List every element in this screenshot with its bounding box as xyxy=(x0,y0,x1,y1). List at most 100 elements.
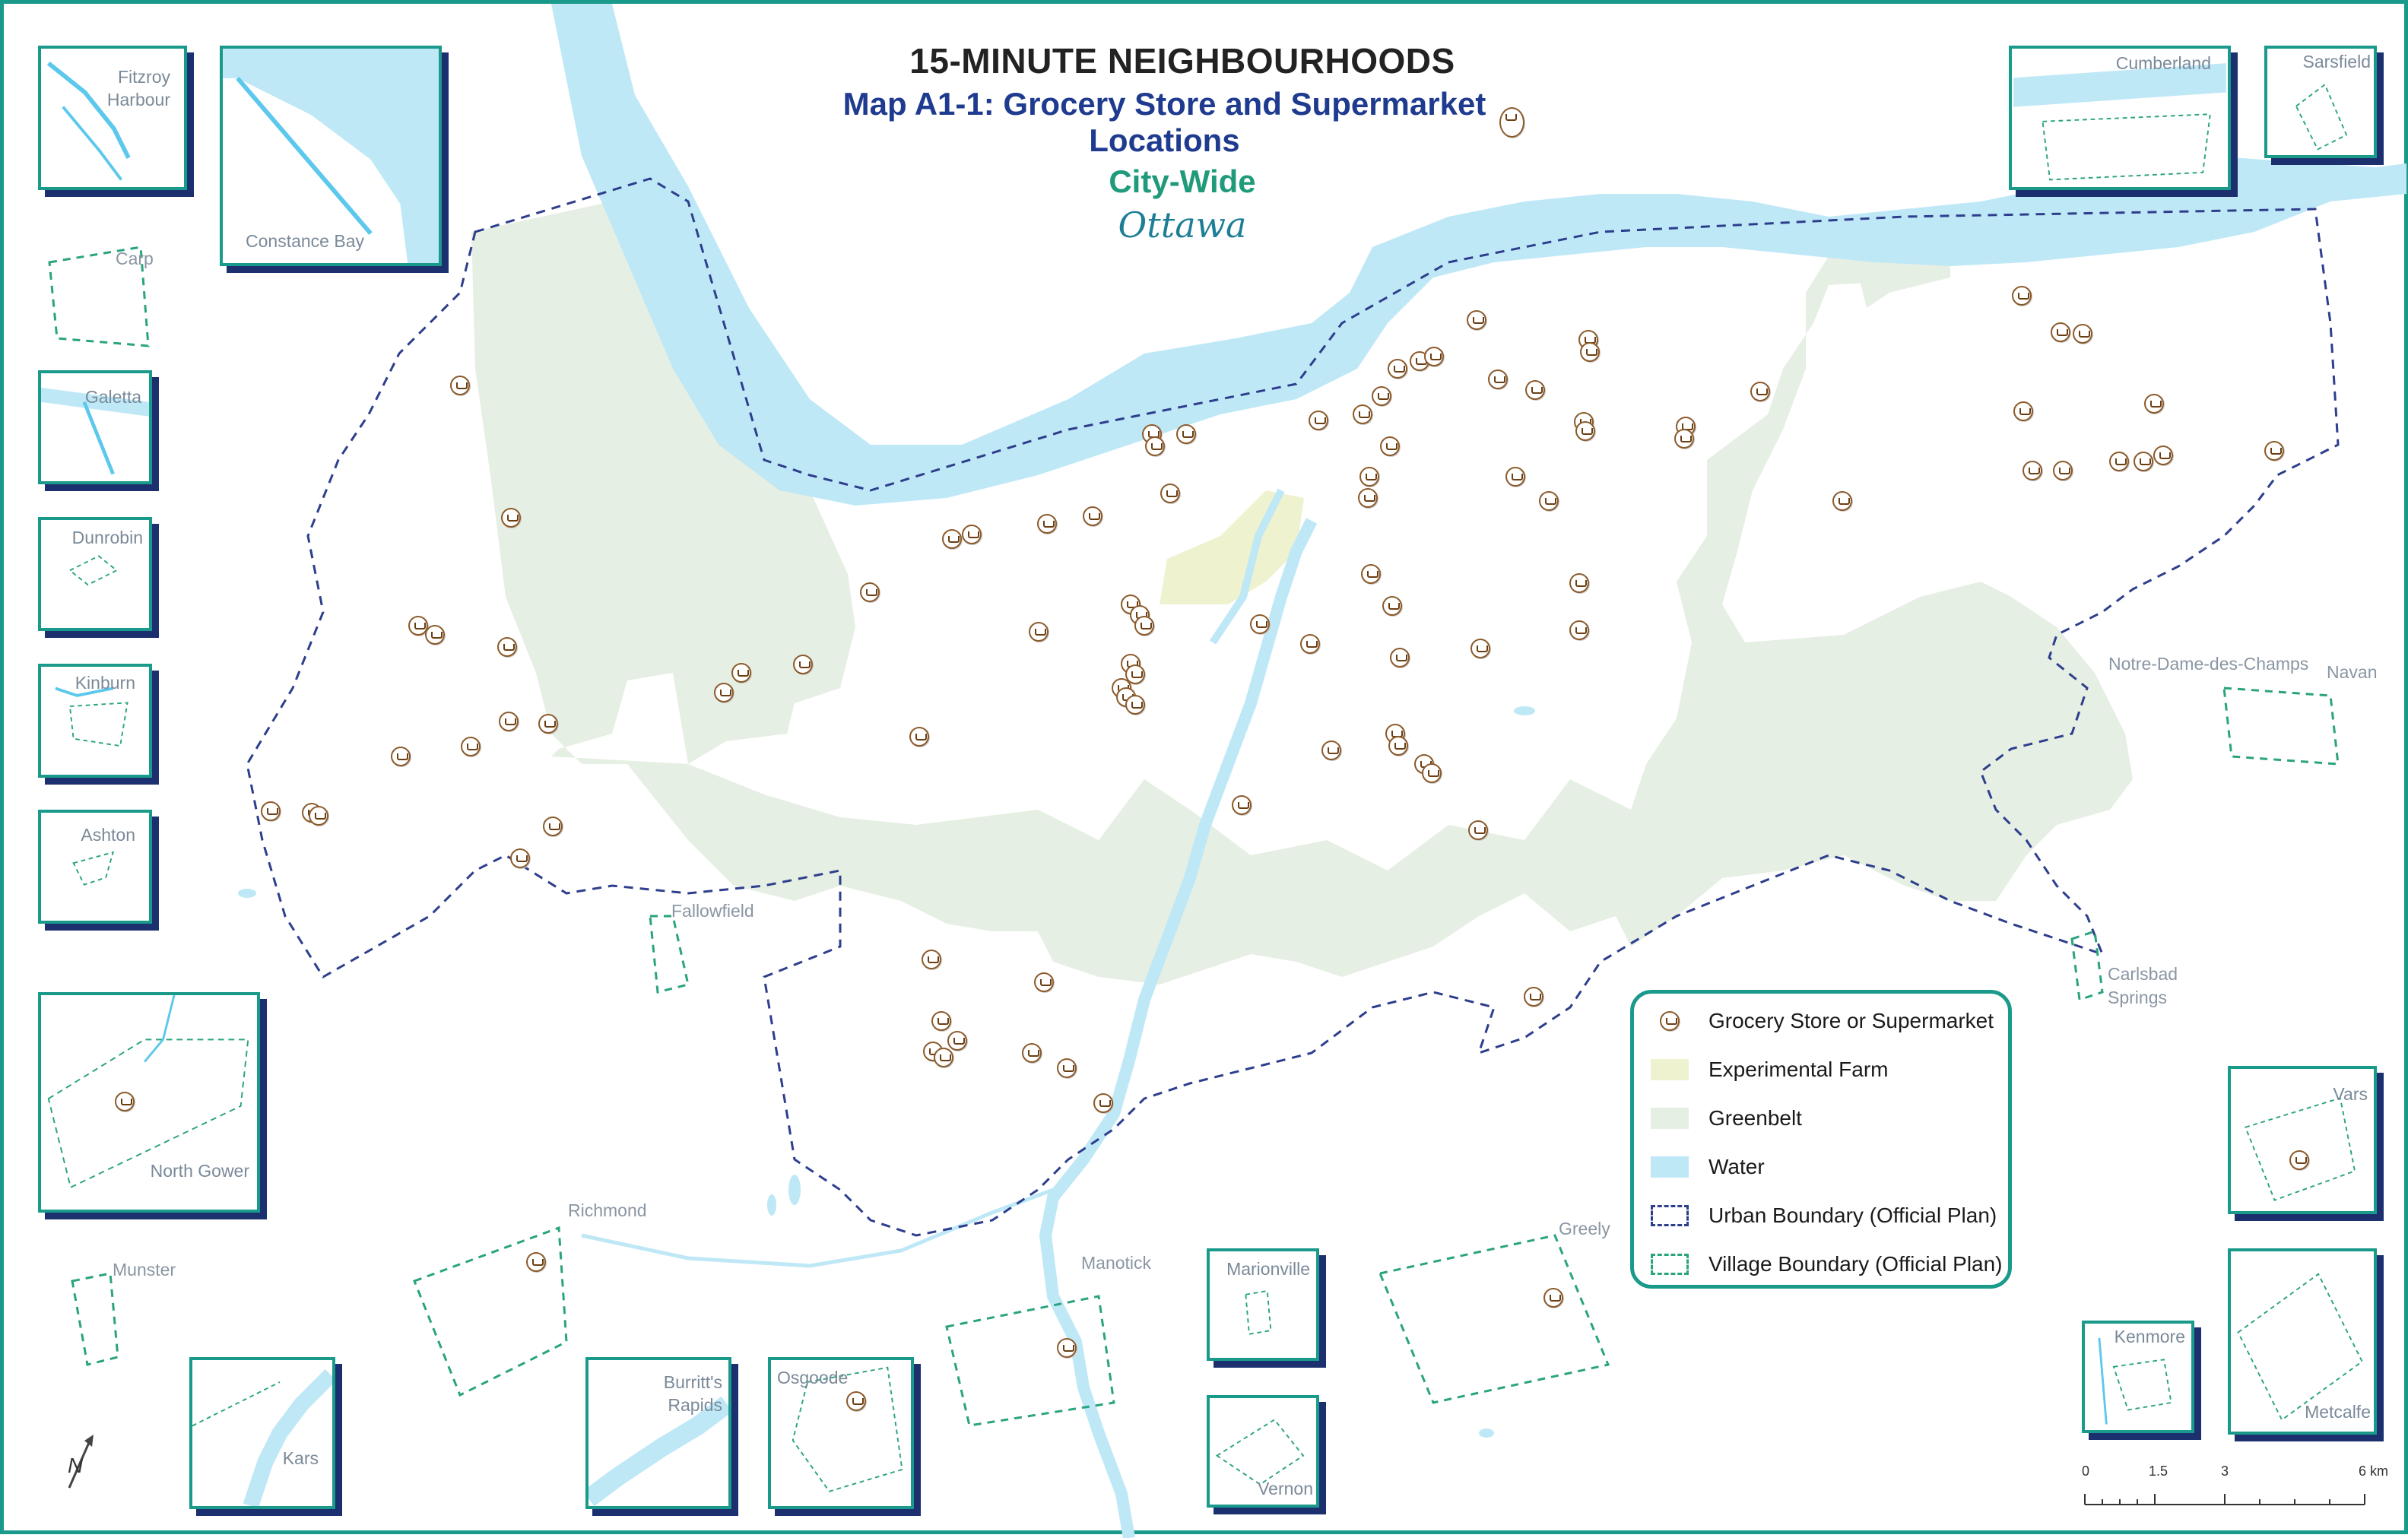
grocery-store-marker xyxy=(934,1048,953,1067)
place-label: Fallowfield xyxy=(671,901,754,921)
village-carlsbad xyxy=(2070,929,2104,1002)
rideau-river xyxy=(1039,518,1318,1538)
place-label: Manotick xyxy=(1081,1253,1152,1273)
legend-item-store: Grocery Store or Supermarket xyxy=(1651,1009,1994,1033)
place-label: Carlsbad xyxy=(2108,964,2178,984)
grocery-store-marker xyxy=(2053,461,2073,480)
inset-label: North Gower xyxy=(150,1161,249,1181)
grocery-store-marker xyxy=(510,848,530,868)
grocery-store-marker xyxy=(793,655,813,674)
map-title: 15-MINUTE NEIGHBOURHOODS xyxy=(909,41,1455,81)
north-arrow-icon xyxy=(68,1435,94,1489)
grocery-store-marker xyxy=(731,663,751,683)
grocery-store-marker xyxy=(909,727,929,747)
grocery-store-marker xyxy=(931,1011,951,1031)
water-swatch xyxy=(1651,1156,1689,1178)
inset-label: Kars xyxy=(282,1448,319,1468)
inset-kars: Kars xyxy=(189,1357,335,1509)
inset-label: Metcalfe xyxy=(2305,1402,2371,1422)
village-boundary-swatch xyxy=(1651,1254,1689,1275)
grocery-store-marker xyxy=(1022,1043,1042,1063)
inset-metcalfe: Metcalfe xyxy=(2228,1248,2377,1435)
greenbelt xyxy=(471,201,2133,985)
grocery-store-marker xyxy=(1359,467,1379,487)
inset-cumberland: Cumberland xyxy=(2009,46,2231,190)
grocery-store-marker xyxy=(408,616,428,636)
inset-ashton: Ashton xyxy=(38,810,152,924)
grocery-store-marker xyxy=(309,806,328,826)
grocery-store-marker xyxy=(1125,695,1145,715)
place-label: Navan xyxy=(2327,662,2378,682)
village-munster xyxy=(71,1272,119,1366)
grocery-store-marker xyxy=(1358,488,1378,508)
village-fallowfield xyxy=(649,915,690,994)
grocery-store-marker xyxy=(1524,987,1543,1007)
village-greely xyxy=(1378,1234,1610,1404)
legend-item-water: Water xyxy=(1651,1155,1765,1179)
map-scope: City-Wide xyxy=(1109,163,1256,199)
grocery-store-marker xyxy=(860,582,880,602)
scale-bar-ticks xyxy=(2084,1494,2365,1505)
north-label: N xyxy=(68,1454,84,1477)
grocery-store-marker xyxy=(1388,359,1407,379)
grocery-store-marker xyxy=(2289,1150,2309,1170)
grocery-store-marker xyxy=(1505,467,1525,487)
grocery-store-marker xyxy=(2073,324,2092,344)
grocery-store-marker xyxy=(1057,1338,1077,1358)
grocery-store-marker xyxy=(1750,382,1770,401)
inset-label: Osgoode xyxy=(777,1368,849,1387)
grocery-store-marker xyxy=(1372,386,1391,406)
grocery-store-marker xyxy=(2109,452,2129,471)
cart-icon xyxy=(1660,1011,1680,1031)
grocery-store-marker xyxy=(1300,634,1320,654)
greenbelt-swatch xyxy=(1651,1108,1689,1129)
inset-label: Kinburn xyxy=(75,673,135,693)
grocery-store-marker xyxy=(1422,763,1442,783)
grocery-store-marker xyxy=(501,508,521,528)
inset-kinburn: Kinburn xyxy=(38,664,152,778)
grocery-store-marker xyxy=(846,1391,866,1411)
place-label: Greely xyxy=(1559,1219,1610,1238)
grocery-store-marker xyxy=(1382,596,1402,616)
grocery-store-marker xyxy=(461,737,481,756)
grocery-store-marker xyxy=(1470,639,1490,658)
grocery-store-marker xyxy=(714,683,734,702)
inset-vernon: Vernon xyxy=(1207,1395,1319,1508)
grocery-store-marker xyxy=(115,1092,135,1111)
map-subtitle-row: Map A1-1: Grocery Store and Supermarket … xyxy=(840,86,1524,159)
inset-label: Constance Bay xyxy=(246,231,364,251)
grocery-store-marker xyxy=(538,714,558,734)
inset-marionville: Marionville xyxy=(1207,1248,1319,1361)
grocery-store-marker xyxy=(1539,491,1559,511)
legend-label: Greenbelt xyxy=(1708,1106,1802,1130)
ottawa-logo: Ottawa xyxy=(1118,205,1247,246)
grocery-store-marker xyxy=(1309,411,1328,430)
inset-kenmore: Kenmore xyxy=(2082,1321,2194,1433)
grocery-store-marker xyxy=(1093,1093,1113,1113)
map-subtitle: Map A1-1: Grocery Store and Supermarket … xyxy=(842,86,1486,158)
village-navan xyxy=(2222,687,2340,766)
grocery-store-marker xyxy=(425,625,445,645)
legend-item-greenbelt: Greenbelt xyxy=(1651,1106,1802,1131)
inset-north-gower: North Gower xyxy=(38,992,260,1213)
scale-label: 0 xyxy=(2082,1463,2090,1479)
inset-galetta: Galetta xyxy=(38,370,152,484)
scale-label: 1.5 xyxy=(2149,1463,2168,1479)
map-legend: Grocery Store or Supermarket Experimenta… xyxy=(1630,990,2012,1289)
inset-label: Ashton xyxy=(81,825,135,845)
grocery-store-marker xyxy=(1832,491,1852,511)
inset-constance-bay: Constance Bay xyxy=(220,46,442,266)
inset-osgoode: Osgoode xyxy=(768,1357,914,1509)
grocery-store-marker xyxy=(1569,620,1589,640)
legend-item-urban-boundary: Urban Boundary (Official Plan) xyxy=(1651,1203,1997,1228)
grocery-store-marker xyxy=(947,1031,967,1051)
grocery-store-marker xyxy=(2013,401,2033,421)
grocery-store-marker xyxy=(1575,421,1595,441)
grocery-store-marker xyxy=(1250,614,1270,634)
inset-vars: Vars xyxy=(2228,1066,2377,1214)
grocery-store-marker xyxy=(1160,484,1180,503)
place-label: Richmond xyxy=(568,1200,647,1220)
inset-label: Marionville xyxy=(1226,1259,1310,1279)
grocery-store-marker xyxy=(1388,736,1408,756)
grocery-store-marker xyxy=(1034,972,1054,992)
